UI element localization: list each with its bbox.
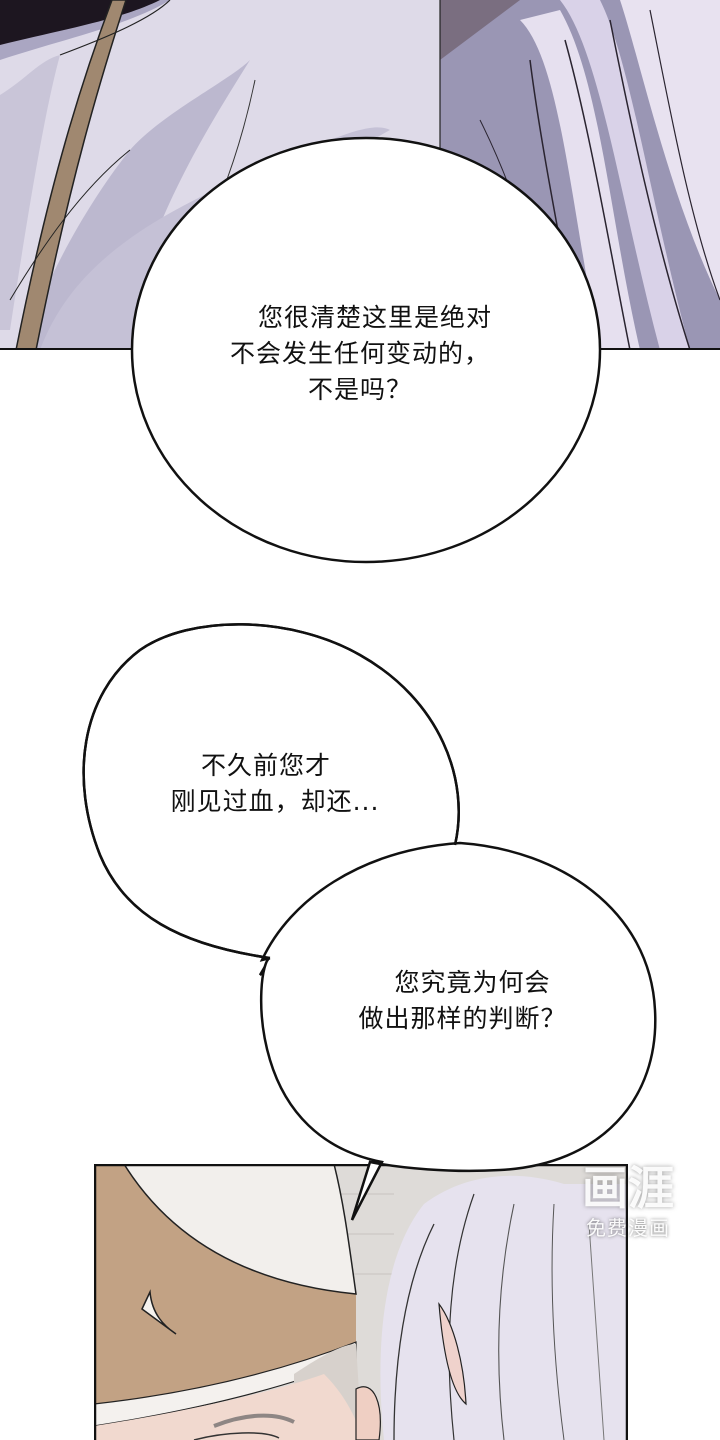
bubble-1-text: 您很清楚这里是绝对 不会发生任何变动的， 不是吗？	[190, 300, 530, 408]
bubble-1-line-2: 不会发生任何变动的，	[229, 339, 490, 368]
comic-panel-top	[0, 0, 720, 350]
bubble-2-text: 不久前您才 刚见过血，却还...	[130, 748, 420, 820]
bubble-1-line-1: 您很清楚这里是绝对	[257, 303, 492, 332]
watermark: 画涯 免费漫画	[566, 1160, 690, 1260]
panel-bottom-art	[94, 1164, 628, 1440]
bubble-3-line-1: 您究竟为何会	[394, 968, 551, 997]
watermark-logo: 画涯	[582, 1161, 674, 1215]
panel-top-art	[0, 0, 720, 350]
watermark-subtitle: 免费漫画	[586, 1216, 670, 1240]
bubble-1-line-3: 不是吗？	[307, 375, 412, 404]
comic-panel-bottom	[94, 1164, 628, 1440]
bubble-2-line-2: 刚见过血，却还...	[170, 787, 380, 816]
bubble-2-line-1: 不久前您才	[200, 751, 331, 780]
bubble-3-line-2: 做出那样的判断？	[358, 1004, 567, 1033]
bubble-3-text: 您究竟为何会 做出那样的判断？	[325, 965, 600, 1037]
